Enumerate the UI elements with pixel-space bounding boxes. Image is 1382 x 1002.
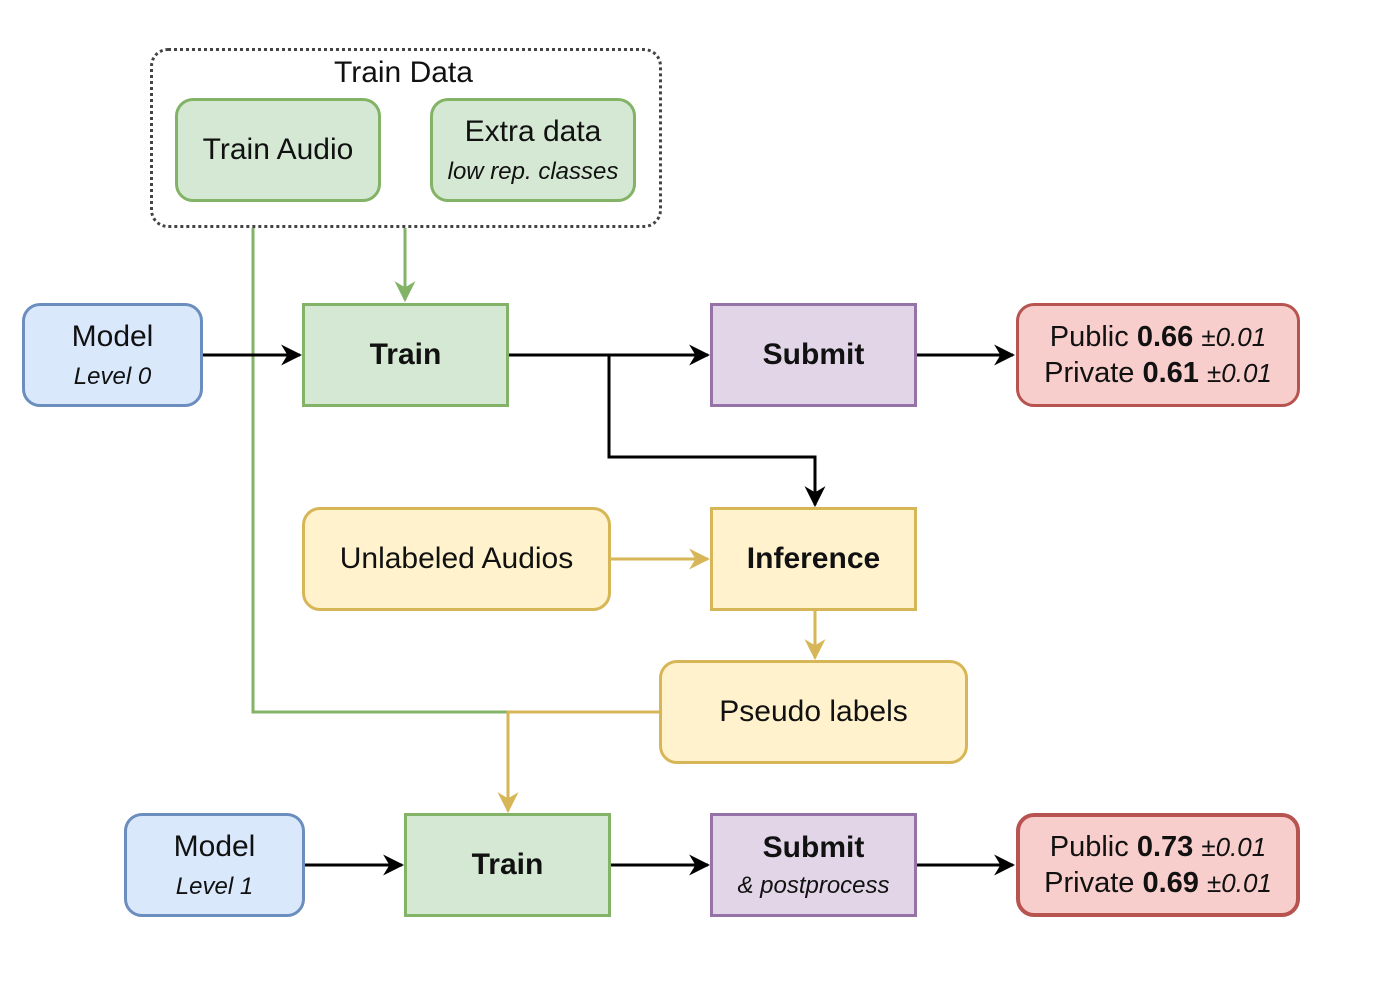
score-node-1: Public 0.73 ±0.01 Private 0.69 ±0.01 — [1016, 813, 1300, 917]
extra-data-node: Extra data low rep. classes — [430, 98, 636, 202]
public-score-1: Public 0.73 ±0.01 — [1050, 829, 1266, 865]
model-level0-node: Model Level 0 — [22, 303, 203, 407]
train-node-1-label: Train — [471, 848, 544, 882]
model-level0-label: Model — [71, 320, 154, 354]
edge-traindata-train1 — [251, 228, 508, 714]
train-node-1: Train — [404, 813, 611, 917]
public-score-0-label: Public — [1049, 320, 1129, 353]
submit-node-1: Submit & postprocess — [710, 813, 917, 917]
private-score-1-value: 0.69 — [1142, 867, 1199, 899]
pseudo-labels-node: Pseudo labels — [659, 660, 968, 764]
train-node-0-label: Train — [369, 338, 442, 372]
inference-label: Inference — [746, 542, 881, 576]
submit-node-0-label: Submit — [762, 338, 865, 372]
inference-node: Inference — [710, 507, 917, 611]
train-data-group — [150, 48, 662, 228]
public-score-1-label: Public — [1049, 830, 1129, 863]
private-score-0-label: Private — [1044, 357, 1135, 389]
train-audio-label: Train Audio — [202, 133, 354, 167]
model-level0-sublabel: Level 0 — [73, 362, 152, 390]
extra-data-label: Extra data — [464, 115, 602, 149]
public-score-1-error: ±0.01 — [1201, 831, 1267, 862]
private-score-0-error: ±0.01 — [1206, 358, 1272, 388]
private-score-1: Private 0.69 ±0.01 — [1044, 865, 1272, 901]
edge-train0-inference — [607, 355, 826, 508]
train-data-group-label: Train Data — [334, 56, 473, 89]
private-score-1-error: ±0.01 — [1206, 868, 1272, 898]
train-node-0: Train — [302, 303, 509, 407]
score-node-0: Public 0.66 ±0.01 Private 0.61 ±0.01 — [1016, 303, 1300, 407]
private-score-1-label: Private — [1044, 867, 1135, 899]
edge-pseudo-train1 — [497, 710, 660, 814]
submit-node-1-sublabel: & postprocess — [737, 871, 890, 899]
public-score-0-error: ±0.01 — [1201, 321, 1267, 352]
unlabeled-audios-node: Unlabeled Audios — [302, 507, 611, 611]
unlabeled-audios-label: Unlabeled Audios — [339, 542, 574, 576]
model-level1-label: Model — [173, 830, 256, 864]
submit-node-0: Submit — [710, 303, 917, 407]
public-score-0-value: 0.66 — [1136, 320, 1194, 353]
model-level1-node: Model Level 1 — [124, 813, 305, 917]
private-score-0-value: 0.61 — [1142, 357, 1199, 389]
pseudo-labels-label: Pseudo labels — [719, 695, 908, 729]
train-audio-node: Train Audio — [175, 98, 381, 202]
private-score-0: Private 0.61 ±0.01 — [1044, 355, 1272, 391]
model-level1-sublabel: Level 1 — [175, 872, 254, 900]
public-score-1-value: 0.73 — [1136, 830, 1194, 863]
public-score-0: Public 0.66 ±0.01 — [1050, 319, 1266, 355]
submit-node-1-label: Submit — [762, 831, 865, 865]
extra-data-sublabel: low rep. classes — [447, 157, 619, 185]
